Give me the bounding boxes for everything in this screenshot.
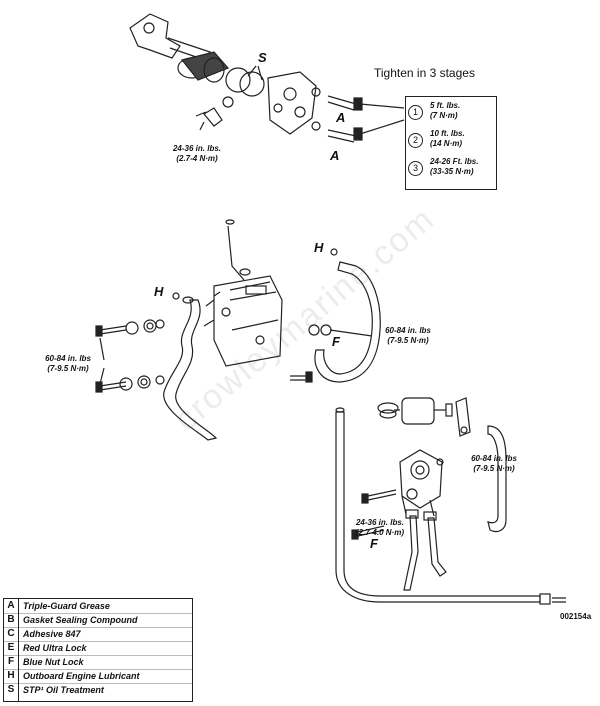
- bottom-screws: [351, 489, 397, 540]
- torque-mid-line1: 60-84 in. lbs: [385, 326, 431, 335]
- top-bolts: [327, 95, 405, 143]
- legend-code: B: [4, 613, 19, 627]
- legend-row: S STP¹ Oil Treatment: [4, 683, 192, 701]
- stage-number: 1: [408, 105, 423, 120]
- legend-code: A: [4, 599, 19, 613]
- top-housing: [267, 71, 321, 135]
- legend-code: E: [4, 641, 19, 655]
- torque-top-line2: (2.7-4 N·m): [176, 154, 218, 163]
- legend-row: E Red Ultra Lock: [4, 641, 192, 656]
- torque-top-line1: 24-36 in. lbs.: [172, 144, 222, 153]
- stage-number: 2: [408, 133, 423, 148]
- bottom-clamp: [377, 402, 399, 419]
- torque-top: 24-36 in. lbs. (2.7-4 N·m): [168, 144, 226, 164]
- callout-a-upper: A: [336, 110, 346, 125]
- torque-bottom-line1: 24-36 in. lbs.: [355, 518, 405, 527]
- legend-row: C Adhesive 847: [4, 627, 192, 642]
- left-fuel-hose: [163, 296, 218, 441]
- callout-f-bottom: F: [370, 536, 378, 551]
- torque-left-line1: 60-84 in. lbs: [45, 354, 91, 363]
- callout-a-lower: A: [330, 148, 340, 163]
- tighten-title: Tighten in 3 stages: [374, 66, 475, 80]
- torque-mid: 60-84 in. lbs (7-9.5 N·m): [380, 326, 436, 346]
- legend-name: Gasket Sealing Compound: [23, 615, 138, 625]
- small-clip: [195, 107, 223, 127]
- legend-code: S: [4, 683, 19, 701]
- top-mounting-bracket: [129, 13, 211, 61]
- stage-torque: 24-26 Ft. lbs.: [430, 157, 479, 166]
- bottom-bracket: [455, 397, 471, 437]
- callout-h-left: H: [154, 284, 164, 299]
- torque-bottom: 24-36 in. lbs. (2.7-4.0 N·m): [350, 518, 410, 538]
- fuel-filter: [394, 397, 453, 425]
- legend-name: Outboard Engine Lubricant: [23, 671, 140, 681]
- fuel-pump-module: [203, 275, 283, 367]
- right-fuel-hose: [314, 248, 381, 383]
- callout-s-top: S: [258, 50, 267, 65]
- mounting-hardware-left: [95, 319, 165, 393]
- stage-torque: 10 ft. lbs.: [430, 129, 465, 138]
- bottom-hoses-lower: [403, 509, 447, 591]
- legend-row: F Blue Nut Lock: [4, 655, 192, 670]
- bottom-return-hose: [335, 407, 566, 605]
- callout-f-mid: F: [332, 334, 340, 349]
- stage-torque: 5 ft. lbs.: [430, 101, 461, 110]
- legend-code: F: [4, 655, 19, 669]
- mid-fittings: [172, 291, 373, 383]
- torque-right-line2: (7-9.5 N·m): [473, 464, 515, 473]
- legend-name: Red Ultra Lock: [23, 643, 87, 653]
- top-fuel-fitting: [177, 51, 230, 83]
- bottom-right-hose: [487, 425, 507, 533]
- torque-right-line1: 60-84 in. lbs: [471, 454, 517, 463]
- legend-row: H Outboard Engine Lubricant: [4, 669, 192, 684]
- legend-row: B Gasket Sealing Compound: [4, 613, 192, 628]
- stage-text: 5 ft. lbs. (7 N·m): [430, 101, 460, 121]
- legend-row: A Triple-Guard Grease: [4, 599, 192, 614]
- legend-name: Blue Nut Lock: [23, 657, 84, 667]
- torque-right: 60-84 in. lbs (7-9.5 N·m): [466, 454, 522, 474]
- legend-name: STP¹ Oil Treatment: [23, 685, 104, 695]
- fuel-lift-pump: [399, 449, 444, 517]
- stage-row: 1 5 ft. lbs. (7 N·m): [408, 101, 496, 127]
- stage-row: 3 24-26 Ft. lbs. (33-35 N·m): [408, 157, 496, 183]
- leader-torque-top: [199, 121, 205, 131]
- legend-name: Adhesive 847: [23, 629, 81, 639]
- legend-code: H: [4, 669, 19, 683]
- stage-torque-metric: (7 N·m): [430, 111, 458, 120]
- torque-bottom-line2: (2.7-4.0 N·m): [355, 528, 404, 537]
- stage-text: 10 ft. lbs. (14 N·m): [430, 129, 465, 149]
- callout-h-right: H: [314, 240, 324, 255]
- stage-torque-metric: (33-35 N·m): [430, 167, 474, 176]
- figure-reference: 002154a: [560, 612, 592, 621]
- torque-left: 60-84 in. lbs (7-9.5 N·m): [40, 354, 96, 374]
- tighten-stages-box: 1 5 ft. lbs. (7 N·m) 2 10 ft. lbs. (14 N…: [405, 96, 497, 190]
- stage-text: 24-26 Ft. lbs. (33-35 N·m): [430, 157, 478, 177]
- stage-number: 3: [408, 161, 423, 176]
- stage-torque-metric: (14 N·m): [430, 139, 463, 148]
- torque-mid-line2: (7-9.5 N·m): [387, 336, 429, 345]
- vapor-separator-tube: [225, 219, 251, 281]
- legend-name: Triple-Guard Grease: [23, 601, 110, 611]
- seal-rings: [222, 65, 265, 108]
- stage-row: 2 10 ft. lbs. (14 N·m): [408, 129, 496, 155]
- torque-left-line2: (7-9.5 N·m): [47, 364, 89, 373]
- legend-table: A Triple-Guard Grease B Gasket Sealing C…: [3, 598, 193, 702]
- legend-code: C: [4, 627, 19, 641]
